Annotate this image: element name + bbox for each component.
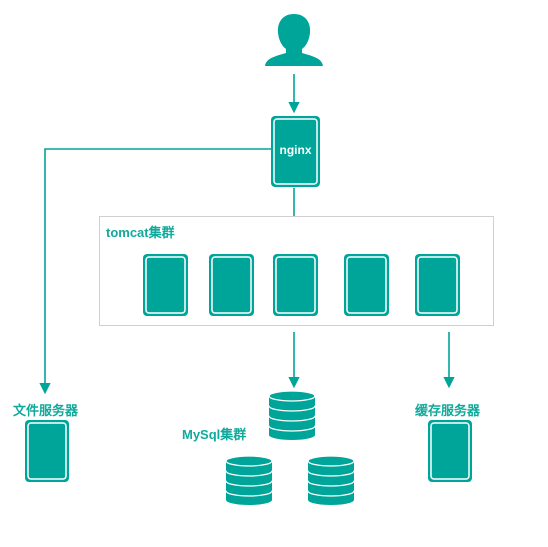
database-icon bbox=[268, 390, 316, 440]
tomcat-node bbox=[415, 254, 460, 316]
database-icon bbox=[307, 455, 355, 505]
cache-server-node bbox=[428, 420, 472, 482]
tomcat-node bbox=[143, 254, 188, 316]
tomcat-node bbox=[344, 254, 389, 316]
nginx-node bbox=[271, 116, 320, 187]
tomcat-cluster-label: tomcat集群 bbox=[106, 225, 175, 240]
mysql-db-stacks bbox=[225, 390, 355, 505]
file-server-node bbox=[25, 420, 69, 482]
mysql-cluster-label: MySql集群 bbox=[182, 427, 247, 442]
cache-server-label: 缓存服务器 bbox=[415, 403, 481, 418]
tomcat-node bbox=[209, 254, 254, 316]
file-server-label: 文件服务器 bbox=[13, 403, 79, 418]
nginx-label: nginx bbox=[279, 143, 312, 157]
user-icon bbox=[265, 14, 323, 66]
database-icon bbox=[225, 455, 273, 505]
tomcat-nodes bbox=[143, 254, 460, 316]
tomcat-node bbox=[273, 254, 318, 316]
arrow-nginx-to-file-server bbox=[39, 148, 271, 395]
